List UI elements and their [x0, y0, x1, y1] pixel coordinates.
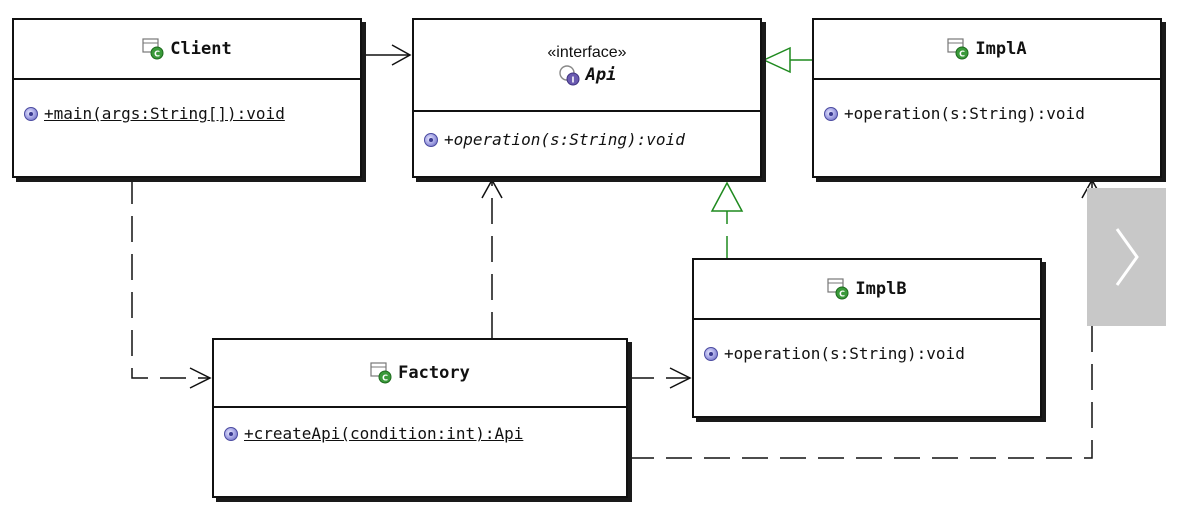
svg-text:C: C	[382, 374, 388, 383]
class-icon: C	[947, 38, 969, 60]
class-name: ImplA	[975, 39, 1027, 59]
operation-signature: +createApi(condition:int):Api	[244, 424, 524, 443]
interface-api-header: «interface» I Api	[414, 20, 760, 112]
public-operation-icon	[24, 106, 38, 121]
stereotype-label: «interface»	[547, 44, 627, 61]
class-implb[interactable]: C ImplB +operation(s:String):void	[692, 258, 1042, 418]
operation-signature: +operation(s:String):void	[444, 130, 685, 149]
operation-row[interactable]: +operation(s:String):void	[424, 130, 760, 149]
next-slide-button[interactable]	[1087, 188, 1166, 326]
operations-compartment: +main(args:String[]):void	[14, 80, 360, 123]
realization-implb-api	[710, 181, 744, 258]
svg-text:I: I	[571, 76, 574, 85]
operation-row[interactable]: +operation(s:String):void	[824, 104, 1160, 123]
class-impla[interactable]: C ImplA +operation(s:String):void	[812, 18, 1162, 178]
class-factory-header: C Factory	[214, 340, 626, 408]
dependency-client-api	[362, 44, 412, 66]
operation-row[interactable]: +createApi(condition:int):Api	[224, 424, 626, 443]
operations-compartment: +operation(s:String):void	[414, 112, 760, 149]
class-name: Factory	[398, 363, 470, 383]
operations-compartment: +operation(s:String):void	[694, 320, 1040, 363]
operation-row[interactable]: +main(args:String[]):void	[24, 104, 360, 123]
realization-impla-api	[762, 46, 812, 74]
svg-text:C: C	[154, 50, 160, 59]
class-name: Client	[170, 39, 232, 59]
class-client-header: C Client	[14, 20, 360, 80]
operation-signature: +operation(s:String):void	[724, 344, 965, 363]
class-client[interactable]: C Client +main(args:String[]):void	[12, 18, 362, 178]
operation-signature: +operation(s:String):void	[844, 104, 1085, 123]
operations-compartment: +createApi(condition:int):Api	[214, 408, 626, 443]
class-icon: C	[142, 38, 164, 60]
dependency-client-factory	[131, 178, 212, 389]
operation-signature: +main(args:String[]):void	[44, 104, 285, 123]
interface-name: Api	[585, 65, 617, 85]
chevron-right-icon	[1115, 228, 1139, 286]
class-icon: C	[827, 278, 849, 300]
public-operation-icon	[824, 106, 838, 121]
interface-icon: I	[558, 65, 580, 86]
class-icon: C	[370, 362, 392, 384]
class-implb-header: C ImplB	[694, 260, 1040, 320]
svg-text:C: C	[839, 290, 845, 299]
class-name: ImplB	[855, 279, 907, 299]
operation-row[interactable]: +operation(s:String):void	[704, 344, 1040, 363]
class-impla-header: C ImplA	[814, 20, 1160, 80]
operations-compartment: +operation(s:String):void	[814, 80, 1160, 123]
dependency-factory-api	[481, 178, 503, 338]
public-operation-icon	[224, 426, 238, 441]
class-factory[interactable]: C Factory +createApi(condition:int):Api	[212, 338, 628, 498]
interface-api[interactable]: «interface» I Api +operation(s:String):v…	[412, 18, 762, 178]
dependency-factory-implb	[628, 367, 692, 389]
svg-text:C: C	[959, 50, 965, 59]
public-operation-icon	[704, 346, 718, 361]
public-operation-icon	[424, 132, 438, 147]
